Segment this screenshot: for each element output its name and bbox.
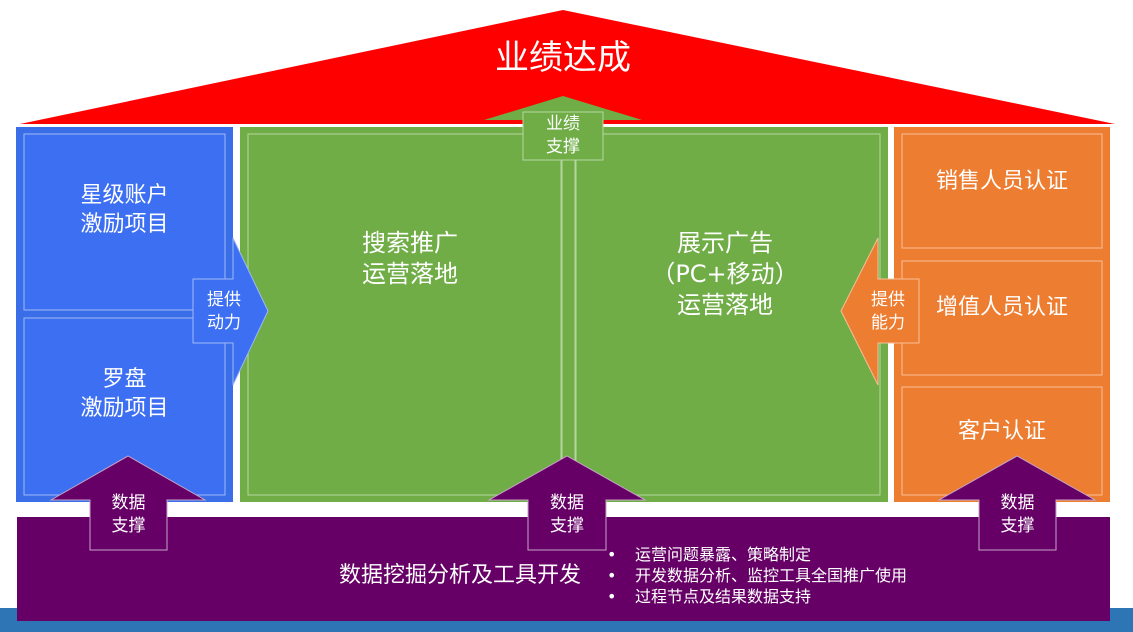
center-right-text: 展示广告 （PC+移动） 运营落地 (615, 228, 835, 322)
right-box-1-text: 销售人员认证 (935, 169, 1068, 194)
bottom-center-line1: 数据 (550, 493, 584, 513)
bottom-arrow-left (49, 455, 207, 551)
roof-triangle (20, 10, 1115, 124)
top-support-box (522, 111, 604, 161)
foundation-bullets: 运营问题暴露、策略制定 开发数据分析、监控工具全国推广使用 过程节点及结果数据支… (607, 544, 907, 607)
left-bottom-line2: 激励项目 (80, 395, 169, 421)
left-arrow-line1: 提供 (207, 290, 241, 310)
left-arrow-line2: 动力 (207, 312, 241, 333)
center-panel-left (247, 133, 562, 496)
left-top-line2: 激励项目 (80, 211, 169, 237)
foundation-bullet-1: 运营问题暴露、策略制定 (607, 544, 907, 565)
left-arrow-label: 提供 动力 (193, 289, 255, 335)
center-left-line1: 搜索推广 (362, 229, 458, 257)
center-right-line2: （PC+移动） (651, 260, 799, 289)
left-box-top (23, 133, 226, 311)
right-side-arrow (840, 237, 920, 386)
bottom-arrow-center (487, 455, 647, 551)
right-arrow-line1: 提供 (871, 290, 905, 310)
bottom-right-arrow-label: 数据 支撑 (979, 492, 1056, 538)
bottom-left-line1: 数据 (111, 493, 146, 513)
left-bottom-box-text: 罗盘 激励项目 (24, 366, 225, 423)
top-support-label: 业绩 支撑 (523, 113, 603, 159)
right-box-2-text: 增值人员认证 (935, 295, 1068, 320)
bottom-left-arrow-label: 数据 支撑 (90, 492, 167, 538)
left-top-line1: 星级账户 (80, 183, 169, 208)
center-panel-right (575, 133, 881, 496)
bottom-right-line1: 数据 (1000, 493, 1035, 513)
bottom-left-line2: 支撑 (111, 515, 146, 536)
center-divider (561, 159, 576, 496)
bottom-arrow-right (937, 455, 1097, 551)
bottom-center-arrow-label: 数据 支撑 (528, 492, 606, 538)
center-right-line3: 运营落地 (677, 291, 773, 320)
foundation-title: 数据挖掘分析及工具开发 (338, 563, 581, 588)
bottom-center-line2: 支撑 (550, 515, 584, 536)
top-support-label-line1: 业绩 (546, 114, 580, 134)
center-right-line1: 展示广告 (677, 229, 773, 257)
center-left-line2: 运营落地 (362, 260, 458, 289)
right-arrow-label: 提供 能力 (857, 289, 919, 335)
foundation-bullet-2: 开发数据分析、监控工具全国推广使用 (607, 565, 907, 586)
bottom-right-line2: 支撑 (1000, 515, 1035, 536)
center-left-text: 搜索推广 运营落地 (300, 228, 520, 290)
left-top-box-text: 星级账户 激励项目 (24, 182, 225, 239)
foundation-bullet-3: 过程节点及结果数据支持 (607, 586, 907, 607)
roof-title: 业绩达成 (495, 38, 631, 78)
left-side-arrow (192, 237, 269, 386)
left-bottom-line1: 罗盘 (102, 367, 147, 392)
right-box-3-text: 客户认证 (957, 419, 1046, 444)
top-support-label-line2: 支撑 (546, 136, 580, 157)
right-box-1 (901, 133, 1103, 249)
right-arrow-line2: 能力 (871, 312, 905, 333)
